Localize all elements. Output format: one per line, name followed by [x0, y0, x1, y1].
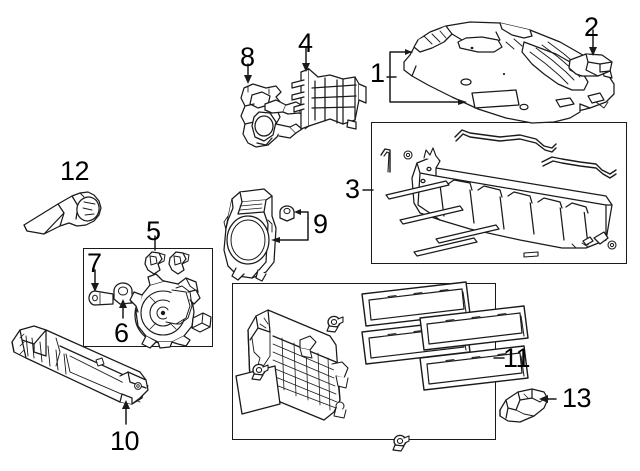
callout-12: 12 [60, 156, 90, 186]
callout-6: 6 [114, 318, 129, 348]
callout-13: 13 [562, 383, 592, 413]
group-box-item-3 [371, 122, 627, 264]
part-motor-bolt [88, 290, 114, 306]
callout-8: 8 [240, 42, 255, 72]
part-cooling-fan-housing [223, 188, 277, 282]
callout-4: 4 [298, 28, 313, 58]
callout-3: 3 [345, 174, 360, 204]
part-cover-bracket-clamp [568, 53, 613, 77]
callout-2: 2 [584, 12, 599, 42]
callout-7: 7 [87, 248, 102, 278]
part-blower-clips [144, 251, 190, 275]
part-outlet-duct-elbow [23, 191, 102, 235]
part-duct-end-cap [499, 388, 549, 423]
part-filter-gaskets [361, 281, 529, 391]
callout-9: 9 [313, 209, 328, 239]
part-battery-case-lower-tray [411, 147, 613, 249]
part-battery-pack-upper-cover [403, 21, 615, 124]
callout-1: 1 [370, 58, 385, 88]
part-warning-label [471, 89, 520, 109]
callout-10: 10 [110, 426, 140, 456]
part-blower-motor-assembly [129, 273, 201, 349]
part-blower-shroud-clip [191, 312, 212, 333]
part-mounting-frame-bracket [291, 65, 367, 130]
part-fan-grommet [279, 205, 295, 222]
part-case-seal-strips [380, 129, 617, 258]
callout-11: 11 [503, 343, 531, 373]
part-air-intake-duct [11, 325, 149, 405]
callout-5: 5 [146, 216, 161, 246]
leader-lines [91, 29, 597, 425]
part-ecu-support-bracket [240, 83, 320, 148]
